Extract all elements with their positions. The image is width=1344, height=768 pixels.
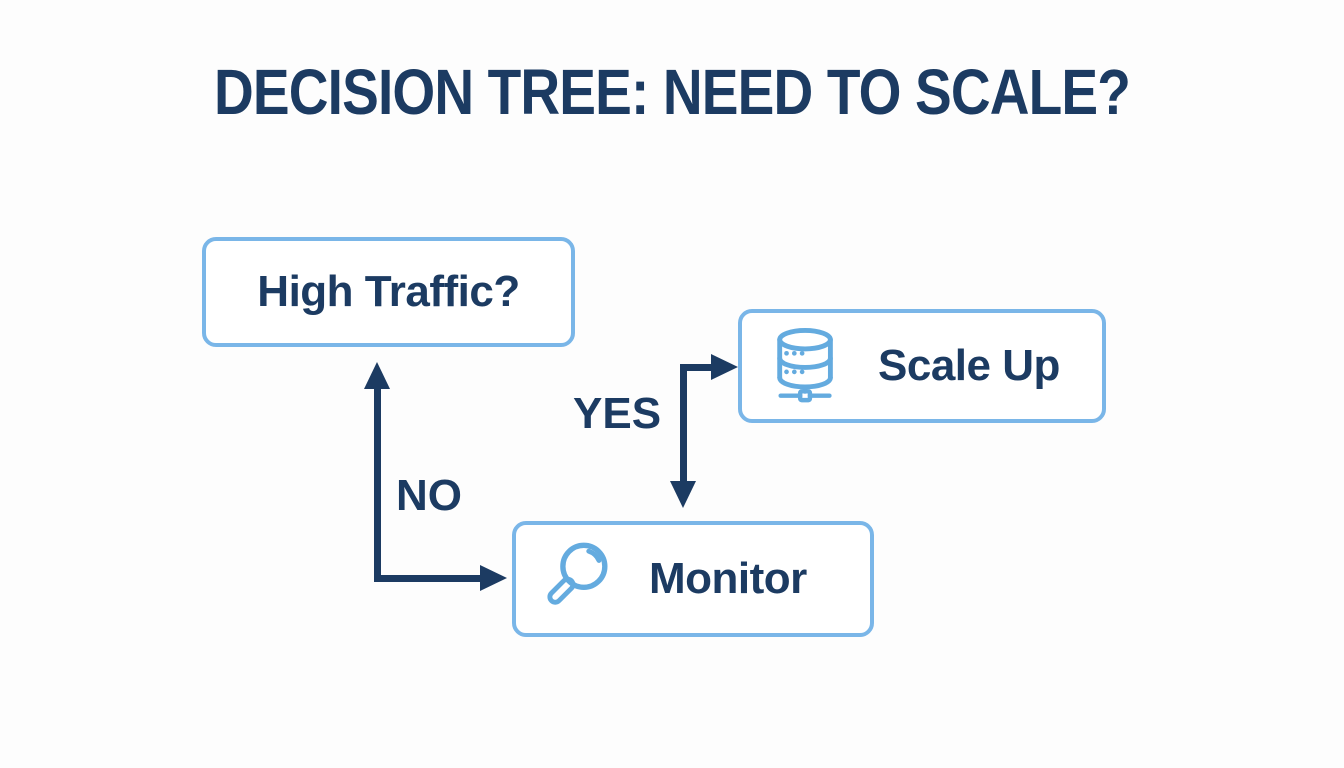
yes-arrow-vertical-line [680, 364, 687, 481]
node-monitor-label: Monitor [649, 554, 807, 603]
no-arrow-vertical-line [374, 386, 381, 582]
edge-label-yes: YES [573, 389, 662, 438]
edge-label-no: NO [396, 471, 462, 520]
yes-arrow-down-head [670, 481, 696, 508]
no-arrow-right-head [480, 565, 507, 591]
server-stack-icon [772, 327, 842, 405]
yes-arrow-horizontal-line [680, 364, 711, 371]
node-scale-up: Scale Up [738, 309, 1106, 423]
no-arrow-horizontal-line [374, 575, 480, 582]
magnifier-icon [545, 540, 611, 618]
yes-arrow-right-head [711, 354, 738, 380]
node-scale-up-label: Scale Up [878, 341, 1060, 390]
node-high-traffic: High Traffic? [202, 237, 575, 347]
node-monitor: Monitor [512, 521, 874, 637]
no-arrow-up-head [364, 362, 390, 389]
node-high-traffic-label: High Traffic? [257, 267, 520, 316]
diagram-title: DECISION TREE: NEED TO SCALE? [214, 56, 1131, 128]
